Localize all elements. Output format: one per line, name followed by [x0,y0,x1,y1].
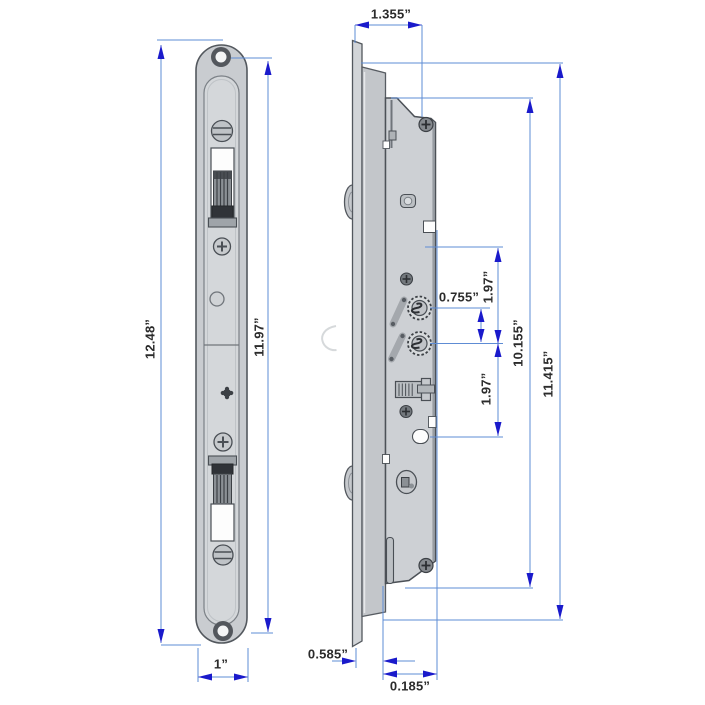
rivet-stud [399,193,417,209]
faceplate-edge [351,39,363,648]
bottom-slide-bar [385,536,395,585]
dim-label-face-offset: 0.585” [307,646,349,662]
cam-oval [395,469,418,495]
clover-hole [220,386,234,400]
case-knob [388,130,397,141]
lever-upper [389,296,408,328]
latch-notch-right [428,416,437,428]
gear-rack [394,377,435,402]
top-screw-icon [210,119,234,143]
lever-lower [388,332,406,363]
ghost-artifact [321,325,337,352]
mid-phillips-screw-icon [213,432,233,452]
rack-screw-icon [399,404,413,419]
bottom-mounting-hole [213,621,233,641]
dim-label-upper-pitch: 1.97” [480,270,496,304]
dimension-arrowheads [157,21,564,681]
dim-label-lower-pitch: 1.97” [478,372,494,406]
dim-label-overall-height: 12.48” [142,318,158,360]
lower-hook-latch [207,455,238,542]
latch-notch-upper [423,220,436,233]
pilot-hole [209,291,225,307]
top-mounting-hole [211,47,231,67]
dim-label-backplate-height: 11.415” [540,350,556,398]
bottom-screw-icon [212,544,234,566]
dim-label-hole-span: 11.97” [251,317,267,357]
stadium-cutout [411,428,430,445]
knurled-hub-lower [407,331,432,356]
dim-label-case-height: 10.155” [510,319,526,367]
case-screw-top-icon [418,116,434,133]
side-view [321,39,437,648]
dim-label-case-depth: 1.355” [370,6,412,22]
dim-label-edge-offset: 0.185” [389,678,431,694]
knurled-hub-upper [407,295,432,321]
dim-label-hub-spacing: 0.755” [438,289,480,305]
upper-hook-latch [207,147,238,228]
dim-label-faceplate-width: 1” [213,656,229,672]
case-screw-bottom-icon [418,557,434,574]
upper-phillips-screw-icon [212,237,232,256]
hub-screw-icon [399,272,414,286]
latch-notch-left [382,454,390,464]
front-view [195,44,248,644]
mounting-plate [361,66,387,618]
case-notch-top-left [382,140,390,149]
